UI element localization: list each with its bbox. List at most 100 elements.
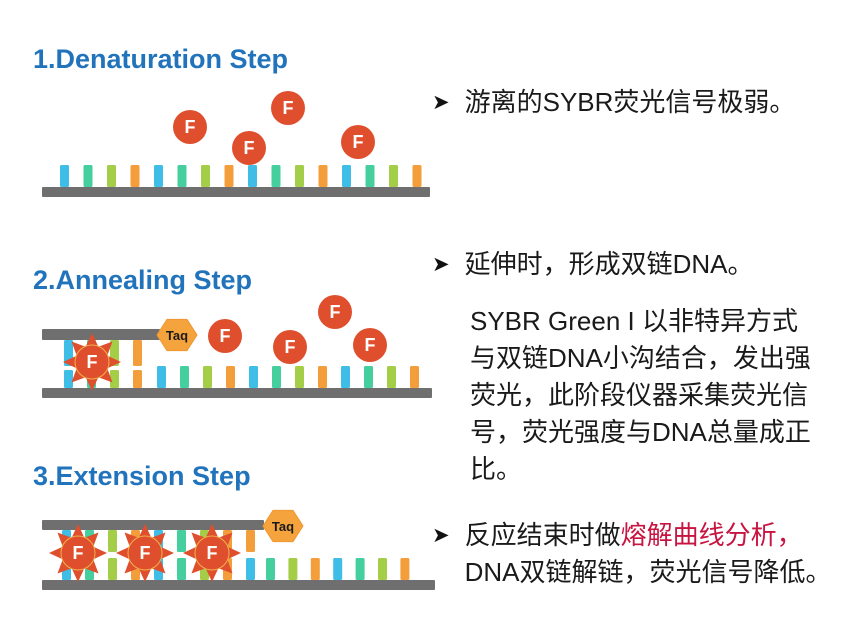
fluorophore-label: F bbox=[87, 352, 98, 372]
dna-base-tick bbox=[318, 366, 327, 388]
dna-base-tick bbox=[180, 366, 189, 388]
fluorescence-spike-icon bbox=[124, 560, 138, 574]
dna-basepair-bottom-tick bbox=[64, 370, 73, 388]
fluorophore-circle bbox=[232, 131, 266, 165]
fluorescence-spike-icon bbox=[191, 560, 205, 574]
bullet-arrow-icon: ➤ bbox=[432, 524, 450, 547]
fluorescence-spike-icon bbox=[219, 560, 233, 574]
fluorescence-spike-icon bbox=[161, 547, 174, 559]
fluorophore-circle bbox=[318, 295, 352, 329]
section-title-denaturation: 1.Denaturation Step bbox=[33, 44, 289, 74]
free-fluorophore: F bbox=[232, 131, 266, 165]
dna-base-tick bbox=[266, 558, 275, 580]
dna-base-tick bbox=[400, 558, 410, 580]
dna-base-tick bbox=[333, 558, 343, 580]
note-annealing-paragraph: SYBR Green I 以非特异方式与双链DNA小沟结合，发出强荧光，此阶段仪… bbox=[470, 303, 864, 488]
bound-fluorophore: F bbox=[183, 524, 241, 582]
section-title-extension: 3.Extension Step bbox=[33, 461, 251, 491]
fluorescence-spike-icon bbox=[63, 356, 76, 368]
dna-base-tick bbox=[295, 165, 304, 187]
dna-basepair-bottom-tick bbox=[177, 558, 186, 580]
paragraph-line: 号，荧光强度与DNA总量成正 bbox=[470, 417, 811, 447]
bound-fluorophore: F bbox=[116, 524, 174, 582]
fluorophore-label: F bbox=[140, 543, 151, 563]
fluorophore-circle bbox=[74, 344, 110, 380]
taq-hexagon bbox=[262, 509, 304, 543]
note-text-segment: 游离的SYBR荧光信号极弱。 bbox=[464, 87, 796, 117]
taq-polymerase: Taq bbox=[262, 509, 304, 543]
extension-dna-strand bbox=[42, 520, 264, 530]
dna-base-tick bbox=[387, 366, 396, 388]
dna-base-tick bbox=[248, 165, 257, 187]
fluorescence-spike-icon bbox=[183, 547, 196, 559]
dna-base-tick bbox=[355, 558, 365, 580]
dna-base-tick bbox=[272, 366, 281, 388]
dna-base-tick bbox=[154, 165, 163, 187]
dna-base-tick bbox=[249, 366, 258, 388]
free-fluorophore: F bbox=[341, 125, 375, 159]
dna-base-tick bbox=[60, 165, 69, 187]
fluorophore-circle bbox=[127, 535, 163, 571]
dna-base-tick bbox=[107, 165, 116, 187]
free-fluorophore: F bbox=[173, 110, 207, 144]
dna-base-tick bbox=[271, 165, 281, 187]
taq-label: Taq bbox=[166, 328, 188, 343]
dna-basepair-bottom-tick bbox=[108, 558, 117, 580]
note-text: 游离的SYBR荧光信号极弱。 bbox=[465, 84, 856, 121]
dna-base-tick bbox=[295, 366, 304, 388]
dna-base-tick bbox=[318, 165, 328, 187]
dna-base-tick bbox=[83, 165, 93, 187]
dna-base-tick bbox=[365, 165, 375, 187]
fluorescence-spike-icon bbox=[228, 547, 241, 559]
dna-basepair-bottom-tick bbox=[110, 370, 119, 388]
fluorescence-spike-icon bbox=[116, 547, 129, 559]
dna-base-tick bbox=[224, 165, 234, 187]
fluorescence-spike-icon bbox=[72, 524, 84, 537]
note-text-segment: 延伸时，形成双链DNA。 bbox=[464, 249, 754, 279]
fluorescence-spike-icon bbox=[139, 569, 151, 582]
denaturation-dna-strand bbox=[42, 187, 430, 197]
note-annealing: ➤ 延伸时，形成双链DNA。 bbox=[432, 246, 856, 283]
dna-base-tick bbox=[364, 366, 373, 388]
taq-hexagon bbox=[156, 318, 198, 352]
highlighted-text: 熔解曲线分析， bbox=[620, 520, 803, 550]
fluorescence-spike-icon bbox=[71, 341, 85, 355]
fluorophore-circle bbox=[353, 328, 387, 362]
note-extension: ➤ 反应结束时做熔解曲线分析，DNA双链解链，荧光信号降低。 bbox=[432, 517, 856, 591]
dna-base-tick bbox=[130, 165, 140, 187]
fluorescence-spike-icon bbox=[152, 560, 166, 574]
fluorophore-circle bbox=[271, 91, 305, 125]
fluorescence-spike-icon bbox=[124, 532, 138, 546]
dna-basepair-top-tick bbox=[177, 530, 186, 552]
fluorophore-circle bbox=[341, 125, 375, 159]
note-text: 反应结束时做熔解曲线分析，DNA双链解链，荧光信号降低。 bbox=[465, 517, 856, 591]
fluorescence-spike-icon bbox=[108, 356, 121, 368]
fluorophore-circle bbox=[173, 110, 207, 144]
fluorescence-spike-icon bbox=[139, 524, 151, 537]
fluorescence-spike-icon bbox=[99, 341, 113, 355]
fluorophore-label: F bbox=[244, 138, 255, 158]
fluorophore-circle bbox=[273, 330, 307, 364]
note-text-segment: 反应结束时做 bbox=[464, 520, 621, 550]
dna-base-tick bbox=[342, 165, 351, 187]
dna-basepair-bottom-tick bbox=[246, 558, 255, 580]
fluorescence-spike-icon bbox=[99, 369, 113, 383]
note-line: 延伸时，形成双链DNA。 bbox=[465, 246, 856, 283]
fluorescence-spike-icon bbox=[86, 333, 98, 346]
dna-base-tick bbox=[177, 165, 187, 187]
fluorescence-spike-icon bbox=[94, 547, 107, 559]
fluorescence-spike-icon bbox=[72, 569, 84, 582]
free-fluorophore: F bbox=[273, 330, 307, 364]
fluorescence-spike-icon bbox=[71, 369, 85, 383]
fluorophore-label: F bbox=[185, 117, 196, 137]
bound-fluorophore: F bbox=[49, 524, 107, 582]
fluorophore-circle bbox=[194, 535, 230, 571]
dna-base-tick bbox=[378, 558, 387, 580]
dna-basepair-bottom-tick bbox=[133, 370, 142, 388]
bound-fluorophore: F bbox=[63, 333, 121, 391]
fluorophore-label: F bbox=[220, 326, 231, 346]
annealing-dna-strand bbox=[42, 329, 160, 340]
note-line: 游离的SYBR荧光信号极弱。 bbox=[465, 84, 856, 121]
fluorescence-spike-icon bbox=[86, 378, 98, 391]
